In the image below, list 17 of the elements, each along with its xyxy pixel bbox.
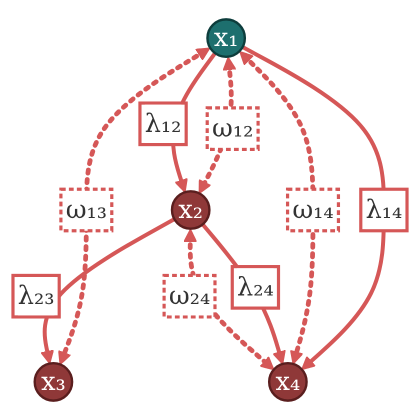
node-circle: x₁ (206, 18, 246, 58)
arrow (183, 228, 274, 370)
edge-label: λ₁₂ (144, 108, 182, 138)
node-circle: x₃ (34, 362, 74, 402)
arrow (239, 51, 316, 365)
arrow (242, 45, 386, 370)
edge-label: ω₁₂ (212, 112, 254, 143)
arrow (201, 223, 286, 365)
edge-label: ω₁₄ (292, 194, 334, 224)
node-circle: x₄ (268, 362, 308, 402)
edge-label: ω₂₄ (168, 280, 210, 311)
edge-label: ω₁₃ (66, 194, 107, 224)
edge-label: λ₂₃ (18, 280, 54, 311)
arrow (40, 217, 176, 364)
node-circle: x₂ (170, 190, 211, 230)
edge-label: λ₁₄ (366, 194, 402, 224)
edge-label: λ₂₄ (237, 271, 274, 302)
